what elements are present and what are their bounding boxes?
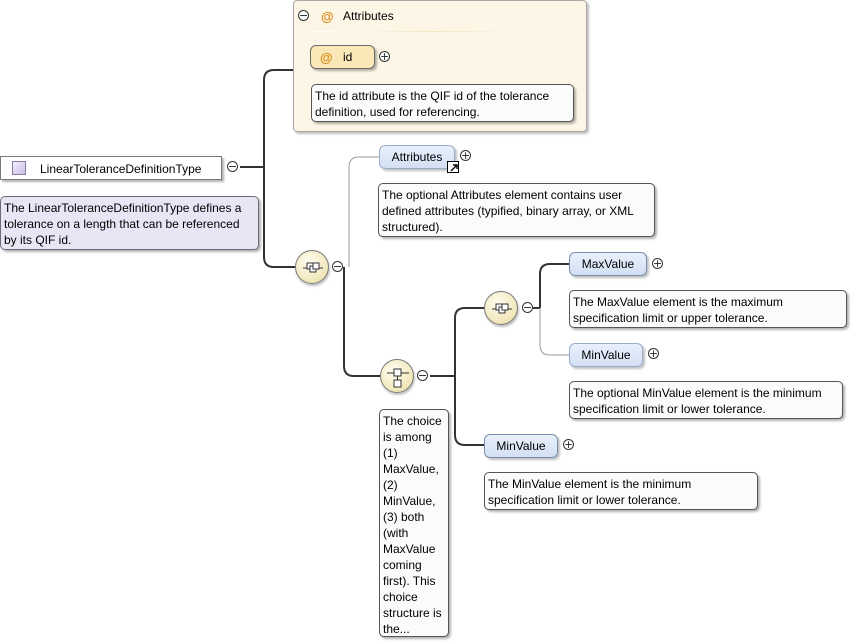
min-value-note: The MinValue element is the minimum spec…	[484, 472, 758, 510]
expand-min-value-toggle[interactable]: +	[563, 438, 574, 451]
collapse-attributes-toggle[interactable]: −	[298, 9, 309, 22]
choice-icon	[387, 368, 409, 388]
expand-attributes-element-toggle[interactable]: +	[460, 149, 471, 162]
collapse-sequence-toggle[interactable]: −	[332, 260, 343, 273]
inner-sequence-compositor[interactable]	[484, 291, 518, 325]
attributes-group: − @ Attributes @ id + The id attribute i…	[293, 0, 587, 132]
attributes-element[interactable]: Attributes	[379, 145, 455, 169]
expand-id-toggle[interactable]: +	[379, 50, 390, 63]
collapse-inner-sequence-toggle[interactable]: −	[522, 301, 533, 314]
type-box-label: LinearToleranceDefinitionType	[40, 162, 202, 176]
sequence-icon	[303, 262, 323, 273]
reference-arrow-icon	[447, 161, 459, 173]
collapse-choice-toggle[interactable]: −	[417, 369, 428, 382]
min-value-optional-element[interactable]: MinValue	[569, 343, 643, 367]
max-value-note: The MaxValue element is the maximum spec…	[569, 290, 847, 328]
choice-note: The choice is among (1) MaxValue, (2) Mi…	[379, 409, 449, 637]
sequence-icon	[492, 303, 512, 314]
attributes-group-title: Attributes	[343, 9, 394, 23]
attributes-element-note: The optional Attributes element contains…	[378, 183, 655, 237]
id-attribute-label: id	[343, 50, 353, 64]
type-note: The LinearToleranceDefinitionType define…	[0, 196, 259, 250]
max-value-element[interactable]: MaxValue	[569, 252, 647, 276]
id-attribute-note: The id attribute is the QIF id of the to…	[311, 84, 574, 122]
attribute-at-icon: @	[321, 9, 334, 24]
expand-min-value-optional-toggle[interactable]: +	[648, 347, 659, 360]
linear-tolerance-definition-type-box[interactable]: LinearToleranceDefinitionType	[0, 156, 222, 180]
attributes-header-divider	[314, 31, 514, 32]
collapse-type-toggle[interactable]: −	[227, 160, 238, 173]
min-value-optional-note: The optional MinValue element is the min…	[569, 381, 843, 419]
min-value-element[interactable]: MinValue	[484, 434, 558, 458]
expand-max-value-toggle[interactable]: +	[652, 257, 663, 270]
sequence-compositor[interactable]	[295, 250, 329, 284]
complex-type-icon	[12, 161, 26, 175]
attribute-at-icon: @	[320, 50, 333, 65]
id-attribute[interactable]: @ id	[310, 45, 375, 69]
choice-compositor[interactable]	[380, 359, 414, 393]
